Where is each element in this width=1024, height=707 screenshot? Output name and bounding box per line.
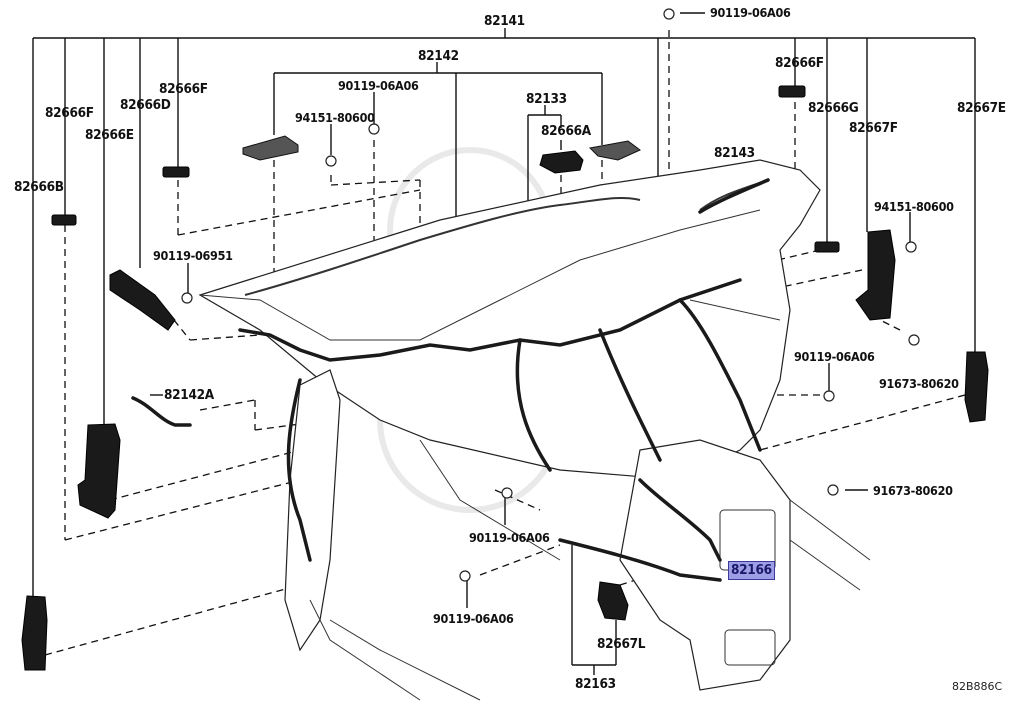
label-82667F[interactable]: 82667F bbox=[849, 120, 898, 136]
bolt-top bbox=[663, 8, 675, 20]
bolt-left bbox=[181, 292, 193, 304]
parts bbox=[21, 8, 989, 671]
screw-91673-a bbox=[908, 334, 920, 346]
leader-82141 bbox=[32, 28, 976, 596]
screw-91673-b bbox=[827, 484, 839, 496]
leader-82163 bbox=[571, 545, 617, 675]
part-82667F bbox=[855, 229, 896, 321]
part-82666D bbox=[109, 269, 176, 331]
bolt-upper bbox=[368, 123, 380, 135]
diagram-reference-code: 82B886C bbox=[952, 680, 1003, 693]
label-82141[interactable]: 82141 bbox=[484, 13, 525, 29]
label-90119-06A06-top[interactable]: 90119-06A06 bbox=[710, 5, 791, 20]
label-94151-80600-right[interactable]: 94151-80600 bbox=[874, 199, 954, 214]
part-82142-pad-left bbox=[242, 135, 299, 161]
label-82133[interactable]: 82133 bbox=[526, 91, 567, 107]
part-82666-bottom-left bbox=[21, 595, 48, 671]
bolt-bottom bbox=[459, 570, 471, 582]
label-90119-06A06-right[interactable]: 90119-06A06 bbox=[794, 349, 875, 364]
label-82142A[interactable]: 82142A bbox=[164, 387, 214, 403]
label-82667E[interactable]: 82667E bbox=[957, 100, 1006, 116]
label-90119-06A06-bottom[interactable]: 90119-06A06 bbox=[433, 611, 514, 626]
label-82143[interactable]: 82143 bbox=[714, 145, 755, 161]
label-82163[interactable]: 82163 bbox=[575, 676, 616, 692]
part-82142A bbox=[131, 396, 192, 427]
label-90119-06A06-upper[interactable]: 90119-06A06 bbox=[338, 78, 419, 93]
label-82667L[interactable]: 82667L bbox=[597, 636, 646, 652]
nut-94151-right bbox=[905, 241, 917, 253]
part-82667L bbox=[597, 581, 629, 621]
label-91673-80620-b[interactable]: 91673-80620 bbox=[873, 483, 953, 498]
part-82666A bbox=[539, 150, 584, 174]
nut-94151-left bbox=[325, 155, 337, 167]
part-82666F-right bbox=[778, 85, 806, 98]
part-82666G bbox=[814, 241, 840, 253]
part-82666F-left bbox=[162, 166, 190, 178]
label-82666F-right[interactable]: 82666F bbox=[775, 55, 824, 71]
part-82143 bbox=[698, 178, 770, 214]
part-82142-pad-right bbox=[588, 140, 641, 161]
instrument-panel-outline bbox=[198, 159, 871, 701]
label-82666F-far-left[interactable]: 82666F bbox=[45, 105, 94, 121]
label-82666A[interactable]: 82666A bbox=[541, 123, 591, 139]
label-82166-highlighted[interactable]: 82166 bbox=[728, 561, 775, 580]
part-82667E bbox=[964, 351, 989, 423]
label-82666B[interactable]: 82666B bbox=[14, 179, 64, 195]
label-90119-06A06-lower[interactable]: 90119-06A06 bbox=[469, 530, 550, 545]
label-82666F-left[interactable]: 82666F bbox=[159, 81, 208, 97]
label-82666E[interactable]: 82666E bbox=[85, 127, 134, 143]
label-82666G[interactable]: 82666G bbox=[808, 100, 859, 116]
part-82666B bbox=[51, 214, 77, 226]
label-82666D[interactable]: 82666D bbox=[120, 97, 171, 113]
label-82142[interactable]: 82142 bbox=[418, 48, 459, 64]
label-94151-80600-left[interactable]: 94151-80600 bbox=[295, 110, 375, 125]
part-82666E bbox=[77, 423, 121, 519]
label-90119-06951[interactable]: 90119-06951 bbox=[153, 248, 233, 263]
label-91673-80620-a[interactable]: 91673-80620 bbox=[879, 376, 959, 391]
bolt-right bbox=[823, 390, 835, 402]
bolt-lower-center bbox=[501, 487, 513, 499]
leader-82142 bbox=[273, 62, 603, 225]
